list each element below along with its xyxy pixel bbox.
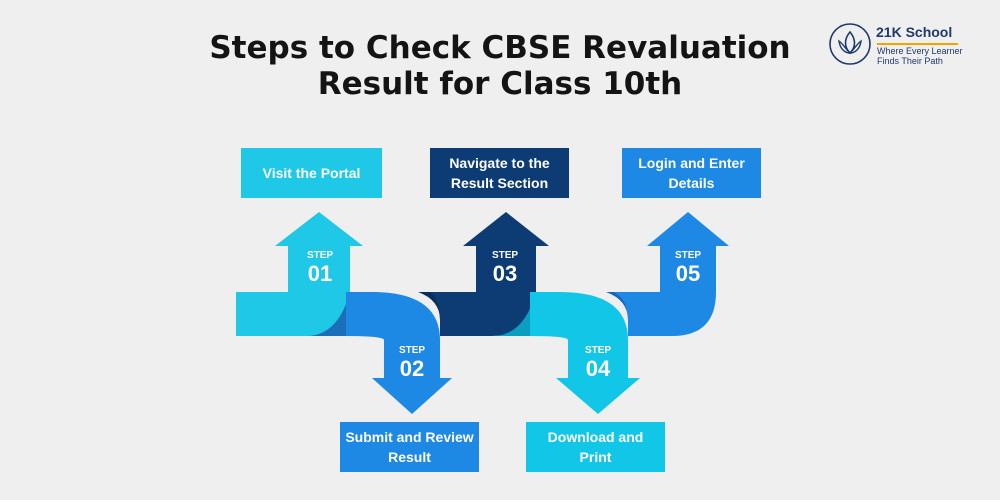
- step-02-label-box: Submit and Review Result: [340, 422, 479, 472]
- step-01-label: Visit the Portal: [262, 165, 361, 181]
- lotus-logo-icon: [829, 23, 871, 65]
- arrow-step-01: [236, 212, 363, 336]
- step-03-word: STEP: [492, 250, 518, 261]
- step-05-number: 05: [676, 261, 700, 286]
- page-title: Steps to Check CBSE Revaluation Result f…: [200, 30, 800, 102]
- title-line-1: Steps to Check CBSE Revaluation: [209, 30, 791, 66]
- logo-name: 21K School: [876, 24, 953, 40]
- step-04-word: STEP: [585, 345, 611, 356]
- logo-tagline-line-2: Finds Their Path: [877, 56, 943, 66]
- step-01-label-box: Visit the Portal: [241, 148, 382, 198]
- school-logo: 21K School Where Every Learner Finds The…: [828, 22, 978, 70]
- logo-tagline: Where Every Learner Finds Their Path: [877, 46, 963, 66]
- step-02-word: STEP: [399, 345, 425, 356]
- step-01-word: STEP: [307, 250, 333, 261]
- step-01-number: 01: [308, 261, 332, 286]
- arrow-step-04: [530, 292, 640, 414]
- logo-tagline-line-1: Where Every Learner: [877, 46, 963, 56]
- arrow-step-02: [346, 292, 452, 414]
- step-04-number: 04: [586, 356, 611, 381]
- step-05-word: STEP: [675, 250, 701, 261]
- step-04-label-box: Download and Print: [526, 422, 665, 472]
- step-05-label-box: Login and Enter Details: [622, 148, 761, 198]
- title-line-2: Result for Class 10th: [317, 66, 683, 102]
- step-03-label: Navigate to the Result Section: [449, 155, 550, 191]
- arrow-step-03: [430, 212, 549, 336]
- logo-underline: [877, 43, 958, 45]
- arrow-step-05: [614, 212, 729, 336]
- step-02-label: Submit and Review Result: [345, 429, 474, 465]
- step-04-label: Download and Print: [547, 429, 644, 465]
- step-03-number: 03: [493, 261, 517, 286]
- step-02-number: 02: [400, 356, 424, 381]
- step-05-label: Login and Enter Details: [638, 155, 745, 191]
- step-03-label-box: Navigate to the Result Section: [430, 148, 569, 198]
